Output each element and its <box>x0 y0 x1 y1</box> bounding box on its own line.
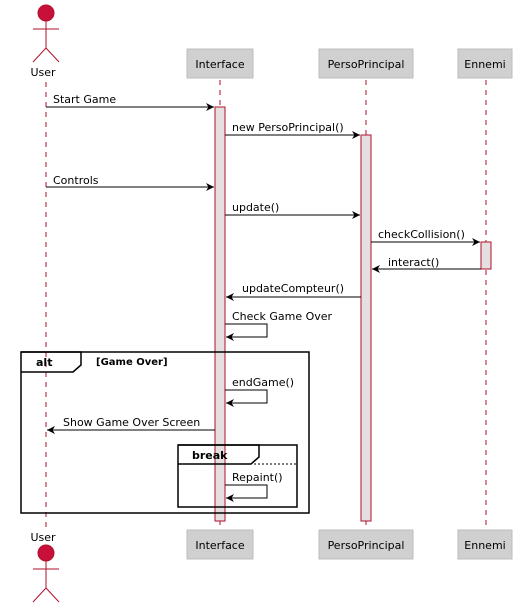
participant-persoprincipal-top: PersoPrincipal <box>318 48 414 79</box>
svg-text:Repaint(): Repaint() <box>232 471 283 484</box>
actor-label-user: User <box>30 66 56 79</box>
svg-text:updateCompteur(): updateCompteur() <box>242 282 344 295</box>
participant-ennemi-bottom: Ennemi <box>457 529 513 560</box>
svg-text:Interface: Interface <box>195 58 244 71</box>
svg-text:checkCollision(): checkCollision() <box>378 228 465 241</box>
svg-text:Check Game Over: Check Game Over <box>232 310 333 323</box>
svg-text:Start Game: Start Game <box>53 93 116 106</box>
message-show-game-over-screen: Show Game Over Screen <box>47 416 215 434</box>
svg-text:new PersoPrincipal(): new PersoPrincipal() <box>232 121 344 134</box>
actor-head-icon <box>37 544 55 562</box>
message-endgame: endGame() <box>225 376 294 407</box>
participant-persoprincipal-bottom: PersoPrincipal <box>318 529 414 560</box>
svg-text:endGame(): endGame() <box>232 376 294 389</box>
break-keyword: break <box>192 449 228 462</box>
message-new-persoprincipal: new PersoPrincipal() <box>225 121 360 139</box>
participant-ennemi-top: Ennemi <box>457 48 513 79</box>
actor-label-user-bottom: User <box>30 531 56 544</box>
svg-text:interact(): interact() <box>388 256 439 269</box>
message-repaint: Repaint() <box>225 471 283 502</box>
alt-fragment: alt [Game Over] <box>20 351 310 514</box>
svg-text:update(): update() <box>232 201 279 214</box>
activation-persoprincipal <box>360 134 372 522</box>
activation-interface <box>214 106 226 522</box>
svg-text:Interface: Interface <box>195 539 244 552</box>
actor-user-top: User <box>30 4 60 79</box>
message-controls: Controls <box>46 174 214 191</box>
message-update: update() <box>225 201 360 219</box>
message-interact: interact() <box>372 256 481 273</box>
participant-interface-top: Interface <box>186 48 254 79</box>
message-updatecompteur: updateCompteur() <box>226 282 361 301</box>
svg-text:Controls: Controls <box>53 174 99 187</box>
message-checkcollision: checkCollision() <box>371 228 480 246</box>
svg-text:PersoPrincipal: PersoPrincipal <box>328 58 405 71</box>
alt-guard: [Game Over] <box>96 357 168 368</box>
svg-text:Ennemi: Ennemi <box>464 58 505 71</box>
activation-ennemi <box>480 241 492 270</box>
actor-user-bottom: User <box>30 531 60 603</box>
svg-text:PersoPrincipal: PersoPrincipal <box>328 539 405 552</box>
svg-text:Show Game Over Screen: Show Game Over Screen <box>63 416 200 429</box>
message-check-game-over: Check Game Over <box>225 310 333 341</box>
actor-head-icon <box>37 4 55 22</box>
message-start-game: Start Game <box>46 93 214 111</box>
svg-text:Ennemi: Ennemi <box>464 539 505 552</box>
alt-keyword: alt <box>36 356 52 369</box>
break-fragment: break <box>177 444 298 508</box>
participant-interface-bottom: Interface <box>186 529 254 560</box>
